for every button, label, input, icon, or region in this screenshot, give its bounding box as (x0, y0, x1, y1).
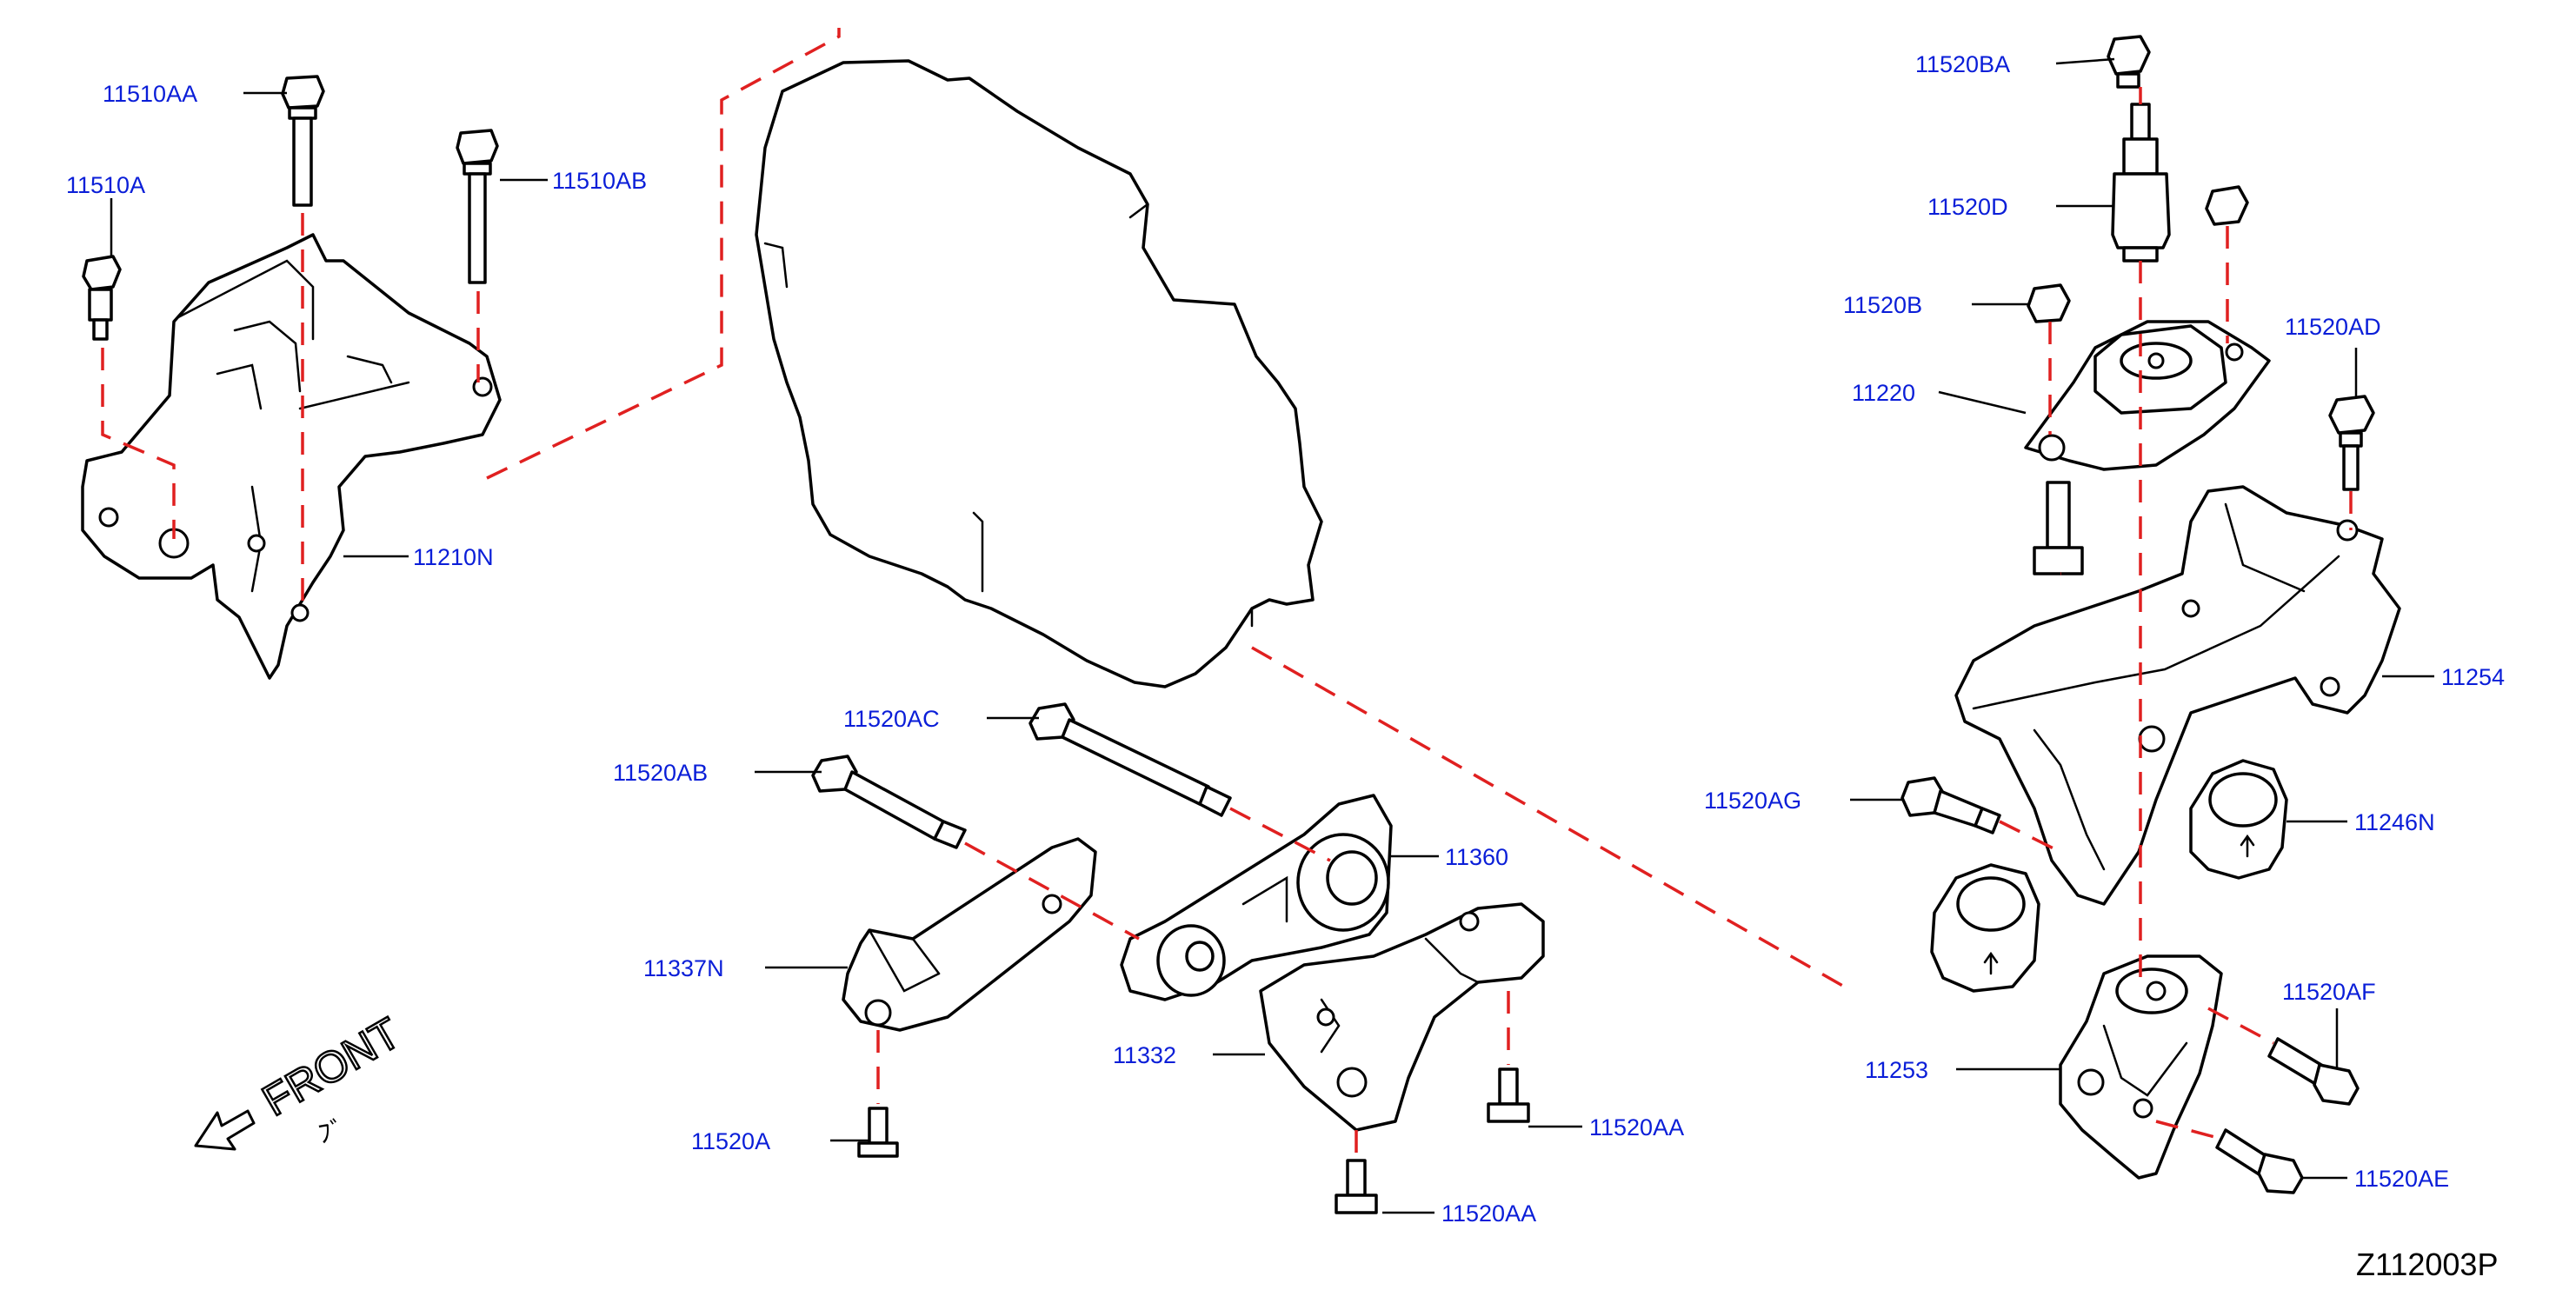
torque-rod-11360 (1120, 794, 1393, 1001)
bolt-11520A (857, 1107, 899, 1158)
label-11520AE: 11520AE (2354, 1166, 2449, 1192)
bracket-11253 (2059, 954, 2223, 1180)
label-11360: 11360 (1445, 844, 1508, 870)
label-11253: 11253 (1865, 1057, 1928, 1083)
front-indicator: FRONT ﾌﾞ (194, 1007, 409, 1151)
bolt-11520AB (811, 755, 967, 849)
mount-11220 (2024, 320, 2271, 471)
bolt-11520AA-right (1487, 1067, 1530, 1123)
label-11520AA-right: 11520AA (1589, 1114, 1684, 1140)
bolt-11510AA (281, 75, 325, 207)
bolt-11520AE (2215, 1128, 2304, 1194)
diagram-code: Z112003P (2356, 1247, 2498, 1282)
label-11520A: 11520A (691, 1128, 770, 1154)
label-11337N: 11337N (643, 955, 724, 981)
bolt-11520AG (1900, 776, 2001, 835)
insert-11246N (2189, 759, 2288, 880)
label-11520AD: 11520AD (2285, 314, 2381, 340)
bolt-11510A (82, 255, 122, 341)
label-11520BA: 11520BA (1915, 51, 2010, 77)
label-11510A: 11510A (66, 172, 145, 198)
right-mount-assembly (1900, 35, 2401, 1194)
rear-mount-assembly (811, 646, 1853, 1214)
label-11220: 11220 (1852, 380, 1915, 406)
nut-11520BA (2107, 35, 2151, 89)
bracket-11337N (842, 837, 1097, 1032)
label-11520B: 11520B (1843, 292, 1922, 318)
nut-right-top (2205, 185, 2249, 226)
label-11520AB: 11520AB (613, 760, 708, 786)
bolt-11520AC (1028, 702, 1232, 817)
stud-lower (2033, 481, 2084, 575)
bracket-11332 (1259, 902, 1545, 1132)
bolt-11510AB (456, 129, 499, 284)
label-11510AB: 11510AB (552, 168, 647, 194)
label-11520AC: 11520AC (843, 706, 940, 732)
label-11520AA-bottom: 11520AA (1441, 1200, 1536, 1227)
label-11510AA: 11510AA (103, 81, 197, 107)
label-11520D: 11520D (1927, 194, 2008, 220)
label-11254: 11254 (2441, 664, 2505, 690)
stud-11520D (2111, 103, 2171, 263)
bolt-11520AF (2267, 1037, 2360, 1106)
insert-left (1930, 863, 2040, 993)
label-11332: 11332 (1113, 1042, 1176, 1068)
left-mount-assembly (81, 28, 841, 680)
front-label: FRONT (255, 1008, 409, 1126)
label-11520AG: 11520AG (1704, 788, 1801, 814)
bolt-11520AA-bottom (1335, 1159, 1378, 1214)
bracket-11254 (1954, 485, 2401, 906)
front-note: ﾌﾞ (316, 1115, 347, 1150)
nut-11520B (2027, 283, 2071, 323)
bolt-11520AD (2328, 395, 2375, 491)
label-11520AF: 11520AF (2282, 979, 2376, 1005)
part-labels: 11510AA 11510A 11510AB 11210N 11520AC 11… (66, 51, 2505, 1227)
label-11210N: 11210N (413, 544, 494, 570)
front-arrow-icon (194, 1109, 256, 1151)
label-11246N: 11246N (2354, 809, 2435, 835)
engine-outline (755, 59, 1323, 688)
leader-lines (110, 57, 2434, 1214)
